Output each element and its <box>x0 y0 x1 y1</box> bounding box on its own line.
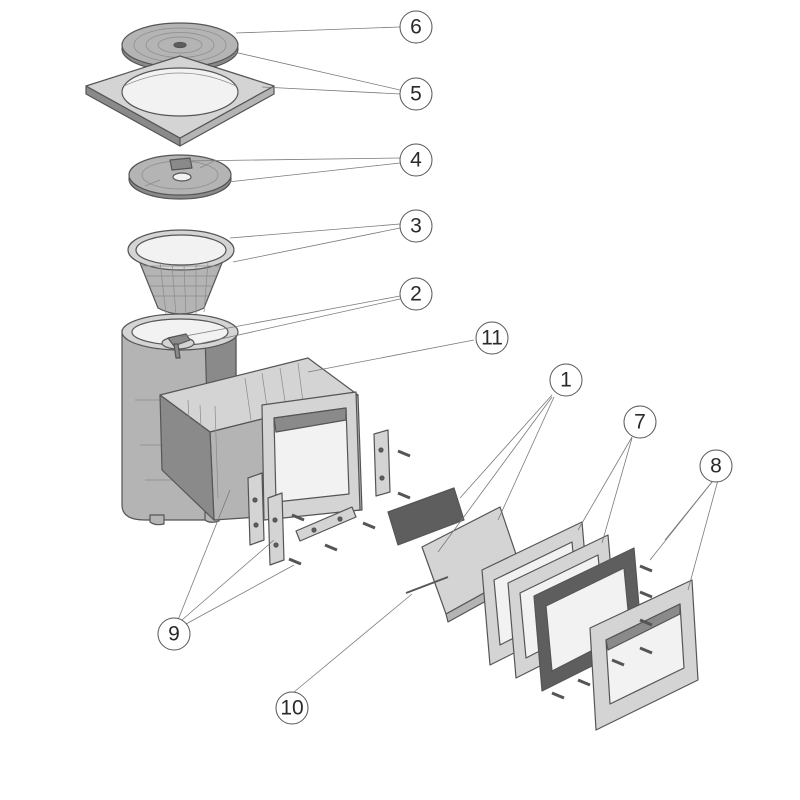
callout-5: 5 <box>399 77 433 111</box>
callout-label: 4 <box>410 149 422 172</box>
callout-label: 6 <box>410 16 422 39</box>
callout-11: 11 <box>475 321 509 355</box>
callout-label: 9 <box>168 623 180 646</box>
callout-label: 5 <box>410 83 422 106</box>
part-10-pin <box>405 576 449 594</box>
callout-label: 1 <box>560 369 572 392</box>
callout-8: 8 <box>699 449 733 483</box>
callout-1: 1 <box>549 363 583 397</box>
callout-4: 4 <box>399 143 433 177</box>
leader-lines <box>177 26 719 693</box>
part-8-faceplate <box>551 564 699 731</box>
callout-label: 2 <box>410 283 422 306</box>
part-9-clamps <box>247 429 411 566</box>
part-4-weir <box>128 154 232 200</box>
callout-label: 7 <box>634 411 646 434</box>
part-5-frame <box>85 55 275 147</box>
part-11-body <box>121 313 363 526</box>
callout-10: 10 <box>275 691 309 725</box>
part-2-valve <box>161 333 195 359</box>
callout-label: 10 <box>280 697 303 720</box>
callout-3: 3 <box>399 209 433 243</box>
callout-label: 8 <box>710 455 722 478</box>
part-7-gaskets <box>481 521 643 692</box>
callout-9: 9 <box>157 617 191 651</box>
callout-label: 3 <box>410 215 422 238</box>
callout-label: 11 <box>481 327 503 350</box>
callout-2: 2 <box>399 277 433 311</box>
part-6-lid <box>121 22 239 72</box>
part-3-basket <box>127 229 235 318</box>
callout-6: 6 <box>399 10 433 44</box>
callout-7: 7 <box>623 405 657 439</box>
